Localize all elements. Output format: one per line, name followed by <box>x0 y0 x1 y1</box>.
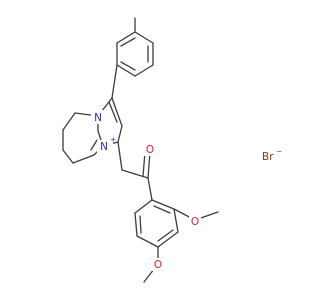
atom-labels: N N + O O O Br − <box>91 110 282 271</box>
bonds <box>62 17 219 283</box>
ketone-oxygen-label: O <box>146 144 154 156</box>
methoxy-oxygen-label: O <box>154 259 162 271</box>
negative-charge-label: − <box>276 147 282 156</box>
methoxy-oxygen-label: O <box>191 216 199 228</box>
bromide-label: Br <box>262 151 274 163</box>
positive-charge-label: + <box>110 135 116 144</box>
nitrogen-label: N <box>94 112 102 124</box>
nitrogen-plus-label: N <box>100 141 108 153</box>
molecule-structure: N N + O O O Br − <box>62 17 282 283</box>
